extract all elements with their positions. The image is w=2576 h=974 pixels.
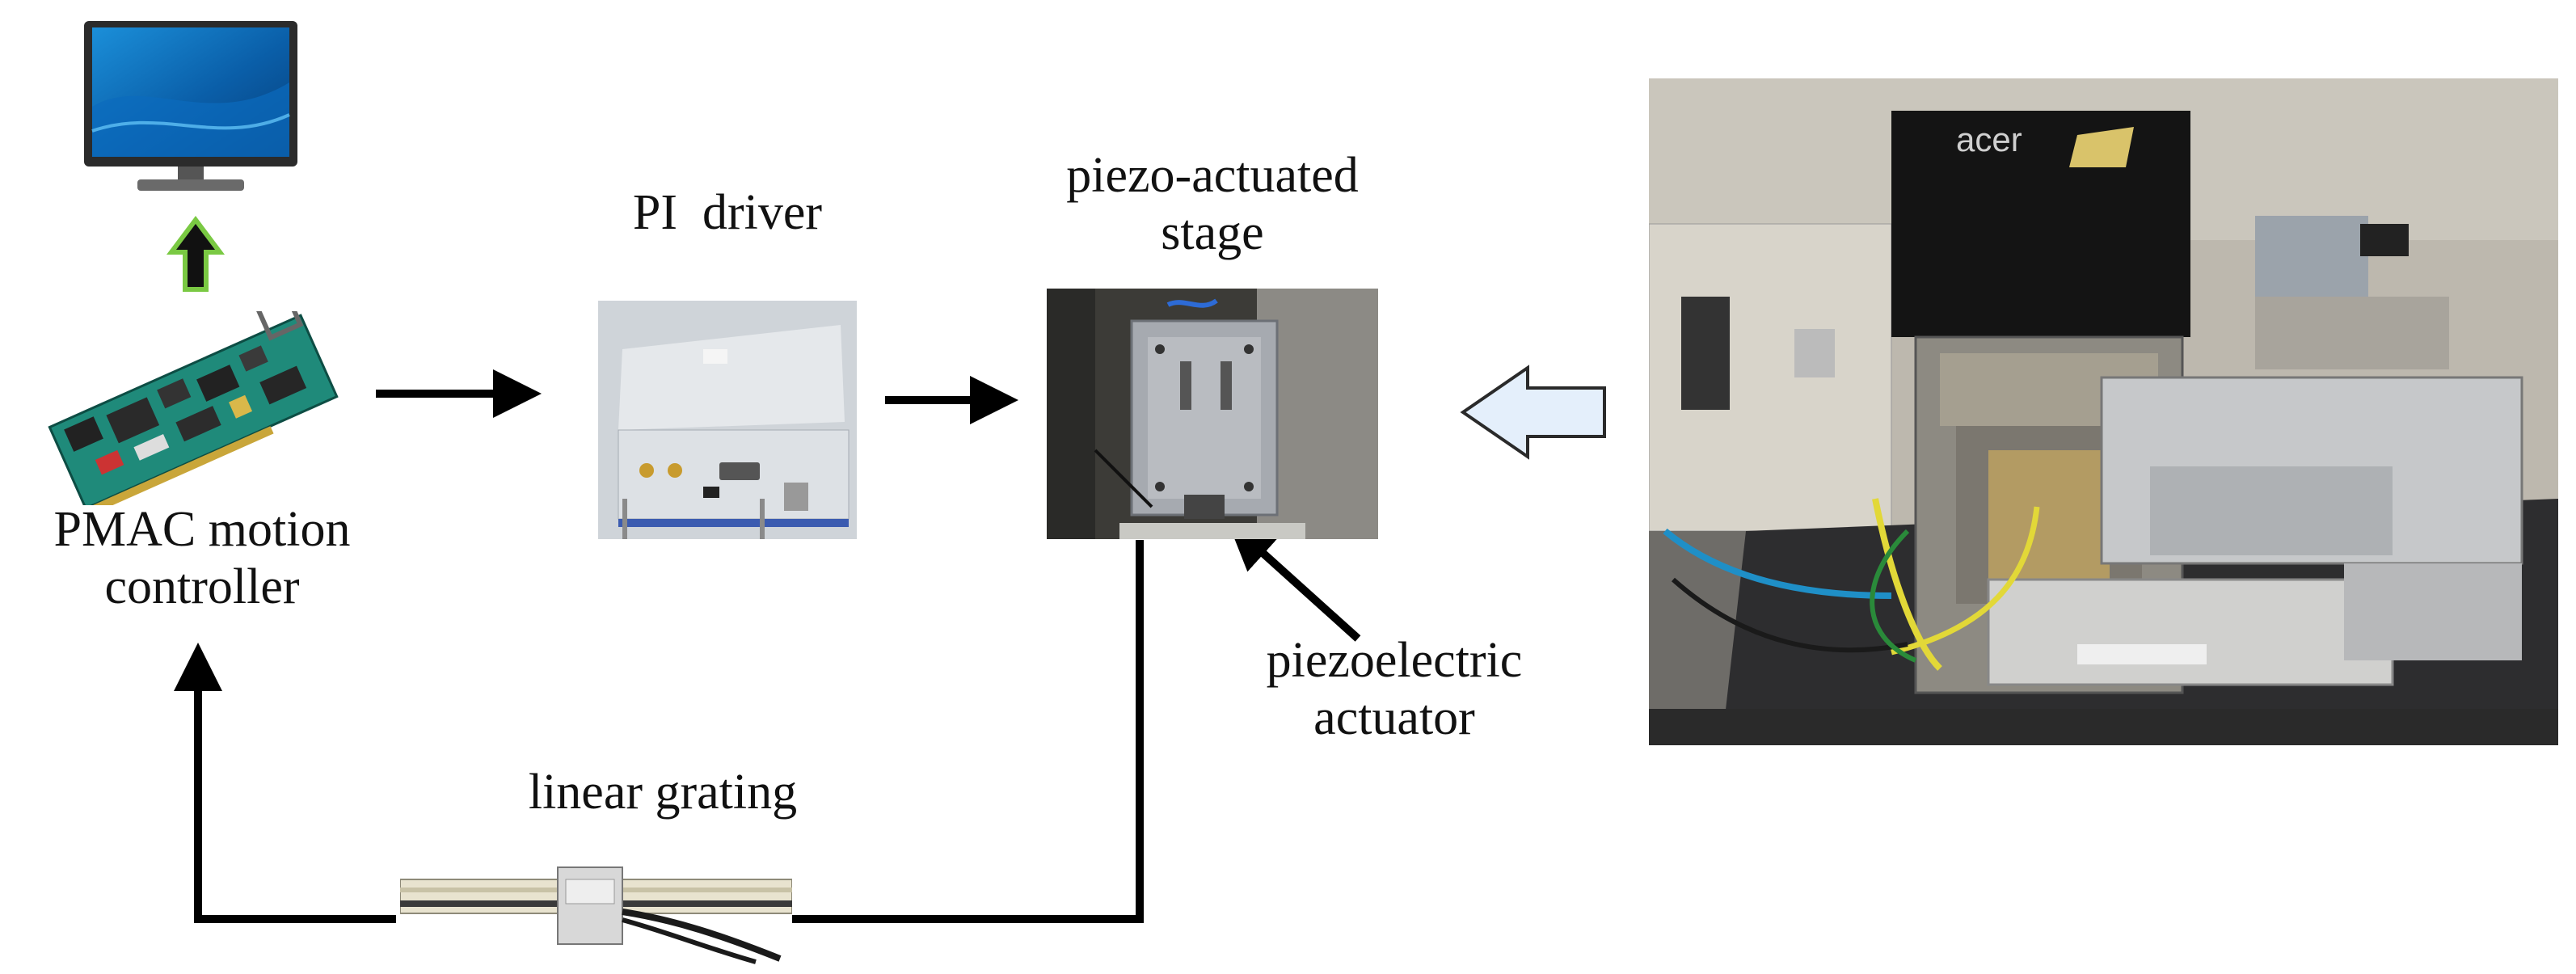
pi-driver-box-photo [598,301,857,539]
feedback-line-left [174,643,396,923]
pmac-circuit-board-icon [48,311,339,505]
linear-grating-sensor-icon [400,866,792,964]
hollow-left-arrow [1460,365,1606,460]
computer-monitor-icon [84,21,297,191]
stage-label-line1: piezo-actuated [1066,148,1359,203]
monitor-brand-label: acer [1956,120,2022,158]
pmac-label-line2: controller [104,559,300,615]
experimental-setup-photo: acer [1649,78,2558,745]
pi-driver-label: PI driver [632,185,823,240]
piezo-label-line1: piezoelectric [1266,633,1523,688]
piezo-label-line2: actuator [1313,690,1475,746]
stage-label: piezo-actuated stage [1002,147,1423,263]
feedback-line-right [792,540,1144,923]
up-arrow-icon [167,216,225,292]
pi-driver-photo [598,301,857,539]
linear-grating-label: linear grating [528,765,798,820]
piezoelectric-actuator-label: piezoelectric actuator [1212,632,1576,748]
piezo-stage-image [1047,289,1378,539]
stage-label-line2: stage [1161,205,1264,261]
pmac-controller-label: PMAC motion controller [8,501,396,617]
arrow-piezo-pointer [1227,521,1361,642]
lab-photo-image: acer [1649,78,2558,745]
pmac-label-line1: PMAC motion [53,502,351,557]
piezo-stage-photo [1047,289,1378,539]
